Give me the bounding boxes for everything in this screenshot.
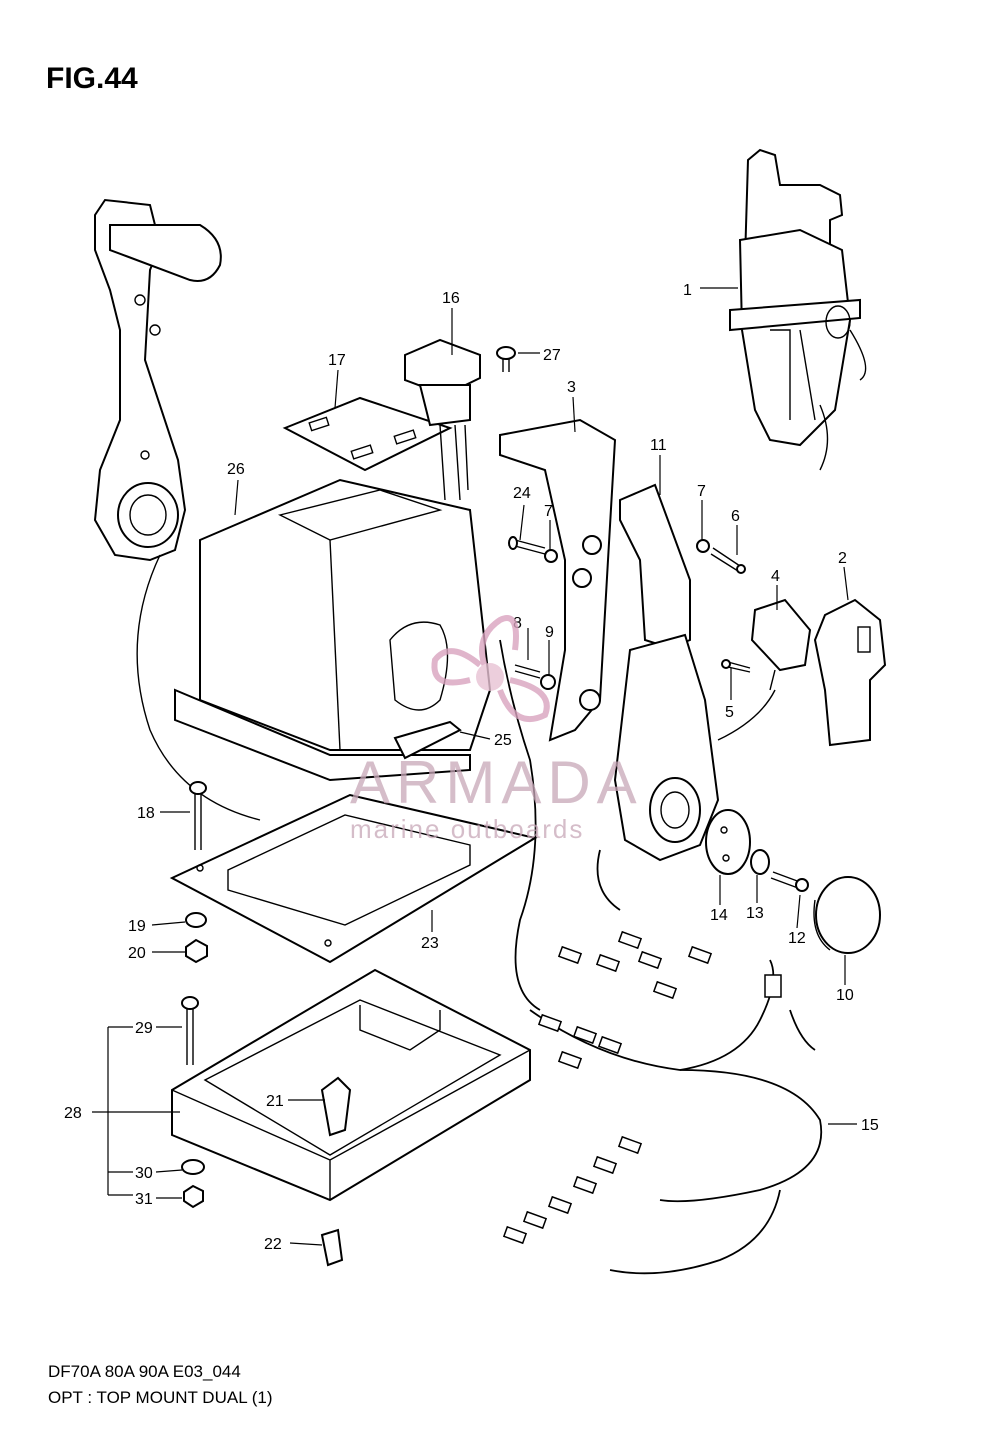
footer-description-line: OPT : TOP MOUNT DUAL (1)	[48, 1388, 273, 1407]
callout-28: 28	[64, 1105, 82, 1122]
part-4-switch-connector	[750, 598, 812, 691]
callout-2: 2	[838, 550, 847, 567]
part-2-grip	[813, 598, 887, 747]
callout-24: 24	[513, 485, 531, 502]
part-5-screw	[721, 659, 751, 673]
callout-18: 18	[137, 805, 155, 822]
callout-11: 11	[650, 437, 667, 454]
callout-1: 1	[683, 282, 692, 299]
small-hardware	[508, 536, 746, 690]
callout-5: 5	[725, 704, 734, 721]
part-22-clip	[320, 1228, 344, 1267]
callout-29: 29	[135, 1020, 153, 1037]
left-lever-handle	[93, 198, 261, 821]
part-13-washer	[750, 849, 770, 875]
callout-9: 9	[545, 624, 554, 641]
part-12-bolt	[770, 871, 809, 892]
part-20-nut	[185, 938, 208, 964]
callout-6: 6	[731, 508, 740, 525]
part-3-lever-bracket	[499, 418, 617, 742]
part-28-base	[171, 968, 531, 1202]
callout-31: 31	[135, 1191, 153, 1208]
part-14-plate	[705, 809, 751, 875]
callout-21: 21	[266, 1093, 284, 1110]
part-29-bolt	[181, 996, 199, 1065]
callout-10: 10	[836, 987, 854, 1004]
part-15-wiring-harness	[499, 639, 823, 1275]
part-10-cap	[813, 876, 881, 954]
figure-title: FIG.44	[46, 62, 138, 95]
callout-22: 22	[264, 1236, 282, 1253]
part-25-clip	[393, 720, 462, 760]
leader-lines	[92, 287, 857, 1246]
callout-7a: 7	[697, 483, 706, 500]
callout-25: 25	[494, 732, 512, 749]
callout-27: 27	[543, 347, 561, 364]
callout-7b: 7	[544, 503, 553, 520]
part-19-washer	[185, 912, 207, 928]
callout-13: 13	[746, 905, 764, 922]
watermark-subtitle: marine outboards	[350, 814, 585, 844]
callout-15: 15	[861, 1117, 879, 1134]
callout-17: 17	[328, 352, 346, 369]
part-31-nut	[183, 1184, 204, 1209]
callout-labels: 1 2 3 4 5 6 7 7 8 9 10 11 12 13 14 15 16…	[64, 282, 879, 1253]
callout-8: 8	[513, 615, 522, 632]
callout-23: 23	[421, 935, 439, 952]
part-18-bolt	[189, 781, 207, 850]
part-27-screw	[496, 346, 516, 372]
callout-30: 30	[135, 1165, 153, 1182]
part-16-switch	[404, 338, 481, 501]
callout-16: 16	[442, 290, 460, 307]
callout-12: 12	[788, 930, 806, 947]
part-11-lever-arm	[613, 483, 776, 862]
footer-model-line: DF70A 80A 90A E03_044	[48, 1362, 241, 1381]
callout-19: 19	[128, 918, 146, 935]
callout-3: 3	[567, 379, 576, 396]
part-30-washer	[181, 1159, 205, 1175]
callout-4: 4	[771, 568, 780, 585]
part-21-stopper	[320, 1076, 352, 1137]
watermark-propeller-icon	[431, 615, 550, 722]
part-1-control-assembly	[729, 148, 867, 471]
callout-14: 14	[710, 907, 728, 924]
part-26-cover	[174, 478, 492, 782]
callout-26: 26	[227, 461, 245, 478]
callout-20: 20	[128, 945, 146, 962]
watermark-brand: ARMADA	[350, 749, 643, 816]
